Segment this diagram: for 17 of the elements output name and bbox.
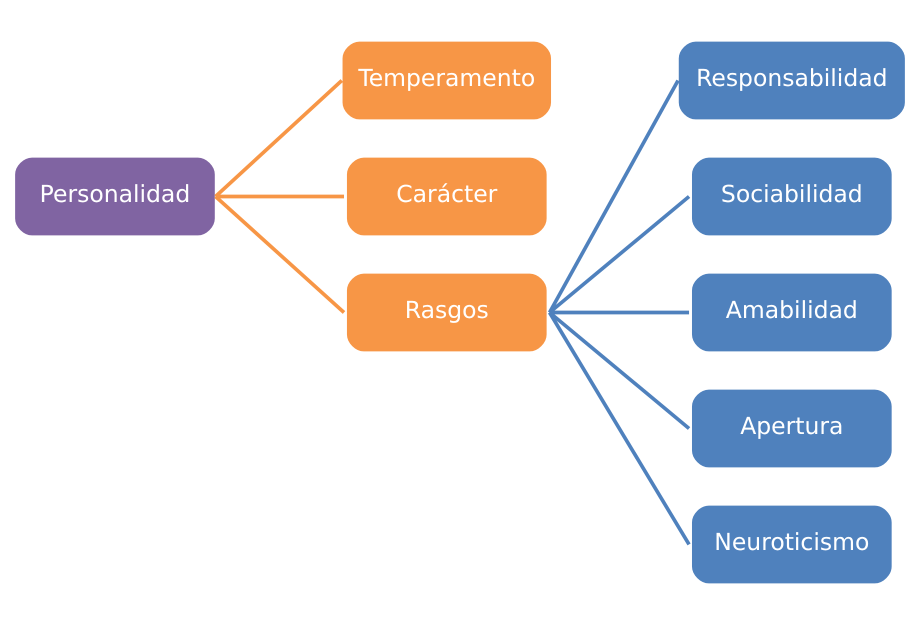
connector xyxy=(548,79,680,313)
node-box: Rasgos xyxy=(345,272,548,352)
node-box: Temperamento xyxy=(341,40,552,120)
node-box: Personalidad xyxy=(14,156,216,236)
node-box: Neuroticismo xyxy=(690,504,894,584)
node-box: Apertura xyxy=(690,388,894,468)
connector xyxy=(214,194,346,314)
connector xyxy=(548,311,691,545)
node-box: Sociabilidad xyxy=(690,156,894,236)
node-box: Carácter xyxy=(345,156,548,236)
connector xyxy=(216,194,344,198)
node-box: Responsabilidad xyxy=(677,40,906,120)
connector xyxy=(550,310,690,314)
connector xyxy=(214,78,344,198)
connector xyxy=(548,310,690,430)
connector xyxy=(548,194,690,314)
node-box: Amabilidad xyxy=(690,272,894,352)
